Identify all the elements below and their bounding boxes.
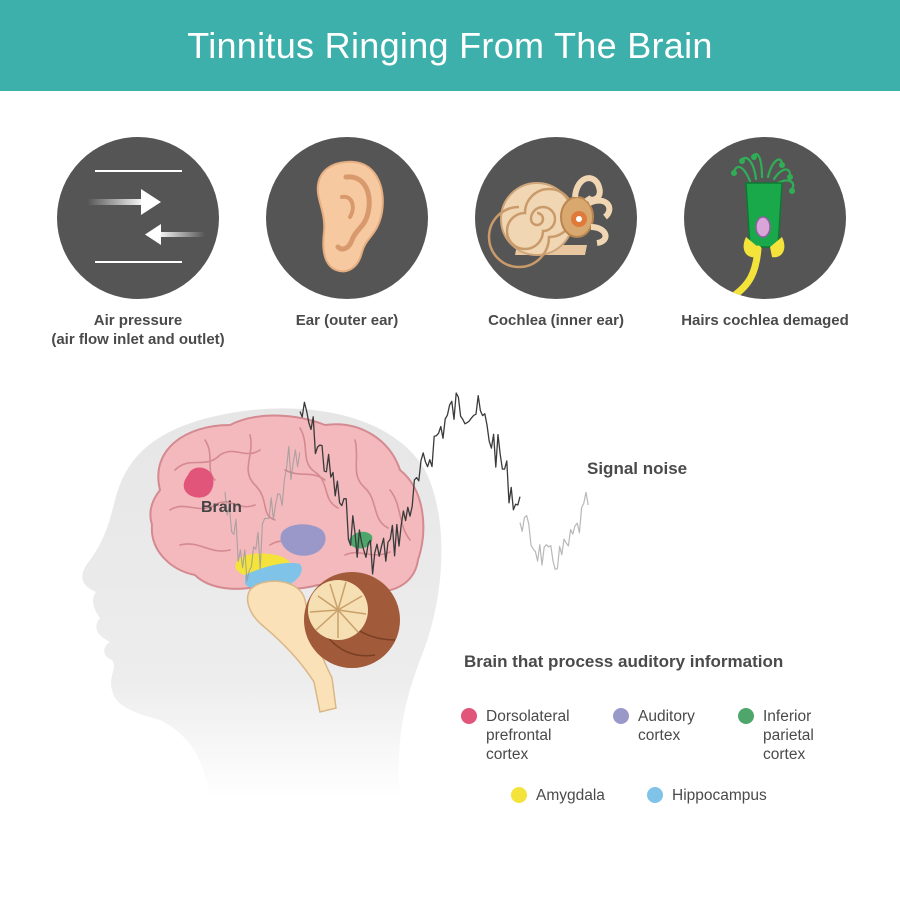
- brain-label: Brain: [201, 499, 242, 516]
- step-label: Cochlea (inner ear): [488, 312, 624, 329]
- legend-label: Inferior parietal cortex: [763, 708, 814, 763]
- page-title: Tinnitus Ringing From The Brain: [187, 24, 713, 66]
- step-label: Ear (outer ear): [295, 312, 399, 329]
- step-label: Air pressure (air flow inlet and outlet): [51, 312, 225, 348]
- legend-label: Amygdala: [536, 787, 605, 804]
- region-dorsolateral-prefrontal: [183, 467, 214, 498]
- legend-label: Hippocampus: [672, 787, 767, 804]
- cochlea-icon: [475, 137, 637, 299]
- legend-label: Dorsolateral prefrontal cortex: [486, 708, 570, 763]
- signal-noise-label: Signal noise: [587, 459, 688, 478]
- legend-dot: [613, 708, 629, 724]
- legend-item-hippocampus: Hippocampus: [647, 786, 767, 805]
- region-auditory-cortex: [280, 524, 326, 556]
- legend-item-amygdala: Amygdala: [511, 786, 605, 805]
- header-banner: Tinnitus Ringing From The Brain: [0, 0, 900, 91]
- outer-ear-icon: [266, 137, 428, 299]
- air-pressure-arrows-icon: [57, 137, 219, 299]
- signal-noise-wave-faded: [519, 491, 589, 570]
- legend-dot: [738, 708, 754, 724]
- brainstem: [246, 580, 337, 713]
- legend-item-auditory: Auditory cortex: [613, 707, 695, 745]
- legend-label: Auditory cortex: [638, 708, 695, 744]
- legend-title: Brain that process auditory information: [464, 652, 784, 671]
- step-hair-cells: Hairs cochlea demaged: [650, 137, 880, 330]
- step-cochlea: Cochlea (inner ear): [441, 137, 671, 330]
- legend-dot: [647, 787, 663, 803]
- step-label: Hairs cochlea demaged: [681, 312, 849, 329]
- step-air-pressure: Air pressure (air flow inlet and outlet): [23, 137, 253, 349]
- legend-item-dorsolateral: Dorsolateral prefrontal cortex: [461, 707, 570, 764]
- legend-dot: [461, 708, 477, 724]
- hair-cell-icon: [684, 137, 846, 299]
- legend-item-inferior-parietal: Inferior parietal cortex: [738, 707, 814, 764]
- legend-dot: [511, 787, 527, 803]
- step-outer-ear: Ear (outer ear): [232, 137, 462, 330]
- signal-noise-wave-left: [224, 445, 301, 582]
- signal-noise-wave: [299, 392, 521, 575]
- brain-cerebrum: [149, 414, 425, 594]
